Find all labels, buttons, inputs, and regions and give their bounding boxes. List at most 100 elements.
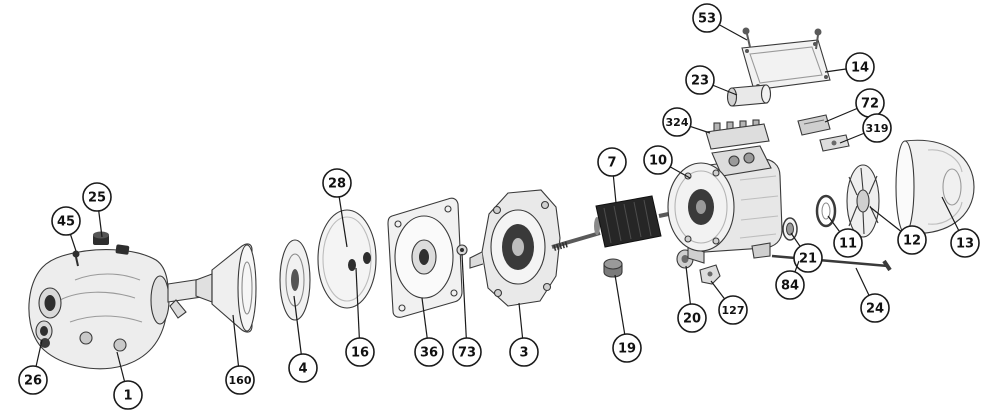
callout-13: 13 bbox=[941, 196, 980, 258]
callout-number: 11 bbox=[839, 237, 857, 252]
tie-rod-part bbox=[771, 253, 892, 272]
callout-number: 10 bbox=[649, 154, 667, 169]
callout-balloon bbox=[51, 206, 81, 236]
priming-plug-part bbox=[93, 231, 130, 255]
cover-screw-part bbox=[742, 27, 822, 50]
callout-73: 73 bbox=[452, 253, 482, 367]
callout-36: 36 bbox=[414, 297, 444, 367]
callout-balloon bbox=[322, 168, 352, 198]
bearing-front-part bbox=[782, 217, 798, 241]
washer-part bbox=[456, 244, 468, 256]
callout-number: 16 bbox=[351, 346, 369, 361]
callout-number: 36 bbox=[420, 346, 438, 361]
callout-160: 160 bbox=[225, 314, 255, 395]
callout-number: 14 bbox=[851, 61, 869, 76]
callout-number: 19 bbox=[618, 342, 636, 357]
callout-balloon bbox=[225, 365, 255, 395]
callout-balloon bbox=[452, 337, 482, 367]
callout-number: 7 bbox=[607, 156, 616, 171]
callout-3: 3 bbox=[509, 302, 539, 367]
fan-cover-part bbox=[895, 139, 975, 235]
callout-balloon bbox=[860, 293, 890, 323]
callout-12: 12 bbox=[869, 206, 927, 255]
terminal-board-part bbox=[797, 114, 831, 136]
callout-number: 319 bbox=[866, 122, 889, 135]
callout-number: 24 bbox=[866, 302, 884, 317]
callout-11: 11 bbox=[827, 215, 863, 258]
callout-balloon bbox=[82, 182, 112, 212]
callout-balloon bbox=[862, 113, 892, 143]
callout-number: 4 bbox=[298, 362, 307, 377]
callout-balloon bbox=[845, 52, 875, 82]
clamp-part bbox=[699, 264, 721, 285]
callout-number: 26 bbox=[24, 374, 42, 389]
body-screw-part bbox=[72, 250, 80, 267]
shaft-nut-part bbox=[603, 258, 623, 278]
diffuser-part bbox=[195, 243, 257, 333]
callout-127: 127 bbox=[710, 280, 748, 325]
callout-53: 53 bbox=[692, 3, 748, 41]
callout-4: 4 bbox=[288, 295, 318, 383]
fan-part bbox=[846, 164, 880, 238]
callout-number: 3 bbox=[519, 346, 528, 361]
rotor-shaft-part bbox=[551, 195, 679, 251]
callout-balloon bbox=[833, 228, 863, 258]
callout-balloon bbox=[18, 365, 48, 395]
callout-24: 24 bbox=[855, 267, 890, 323]
callout-number: 23 bbox=[691, 74, 709, 89]
terminal-strip-part bbox=[705, 119, 770, 150]
callout-number: 72 bbox=[861, 97, 879, 112]
capacitor-part bbox=[726, 84, 772, 107]
callout-16: 16 bbox=[345, 267, 375, 367]
motor-body-part bbox=[667, 145, 783, 264]
terminal-cover-part bbox=[741, 39, 831, 91]
callout-number: 12 bbox=[903, 234, 921, 249]
callout-balloon bbox=[509, 337, 539, 367]
callout-25: 25 bbox=[82, 182, 112, 238]
callout-84: 84 bbox=[775, 260, 805, 300]
cable-gland-part bbox=[819, 134, 850, 152]
callout-balloon bbox=[718, 295, 748, 325]
callout-number: 13 bbox=[956, 237, 974, 252]
callout-number: 73 bbox=[458, 346, 476, 361]
leader-line bbox=[461, 253, 468, 353]
callout-28: 28 bbox=[322, 168, 352, 248]
callout-45: 45 bbox=[51, 206, 81, 252]
callout-20: 20 bbox=[677, 265, 707, 333]
callout-19: 19 bbox=[612, 274, 642, 363]
callout-balloon bbox=[612, 333, 642, 363]
callout-balloon bbox=[288, 353, 318, 383]
callout-balloon bbox=[113, 380, 143, 410]
callout-number: 160 bbox=[229, 374, 252, 387]
callout-26: 26 bbox=[18, 339, 48, 395]
callout-balloon bbox=[597, 147, 627, 177]
callout-23: 23 bbox=[685, 65, 738, 96]
callout-number: 45 bbox=[57, 215, 75, 230]
callout-balloon bbox=[685, 65, 715, 95]
disc-bolt-part bbox=[348, 259, 356, 271]
callout-balloon bbox=[643, 145, 673, 175]
callout-balloon bbox=[793, 243, 823, 273]
callout-balloon bbox=[414, 337, 444, 367]
motor-flange-plate-part bbox=[387, 197, 463, 318]
pump-body-part bbox=[28, 231, 170, 370]
callout-number: 84 bbox=[781, 279, 799, 294]
bearing-rear-part bbox=[815, 194, 837, 228]
callout-number: 20 bbox=[683, 312, 701, 327]
callout-balloon bbox=[677, 303, 707, 333]
disc-bolt-part bbox=[363, 252, 371, 264]
callout-10: 10 bbox=[643, 145, 691, 179]
callout-number: 28 bbox=[328, 177, 346, 192]
callout-balloon bbox=[775, 270, 805, 300]
callout-number: 21 bbox=[799, 252, 817, 267]
callout-balloon bbox=[345, 337, 375, 367]
callout-number: 1 bbox=[123, 389, 132, 404]
diaphragm-disc-part bbox=[317, 209, 377, 309]
callout-balloon bbox=[950, 228, 980, 258]
callout-1: 1 bbox=[113, 351, 143, 410]
callout-number: 53 bbox=[698, 12, 716, 27]
callout-number: 25 bbox=[88, 191, 106, 206]
